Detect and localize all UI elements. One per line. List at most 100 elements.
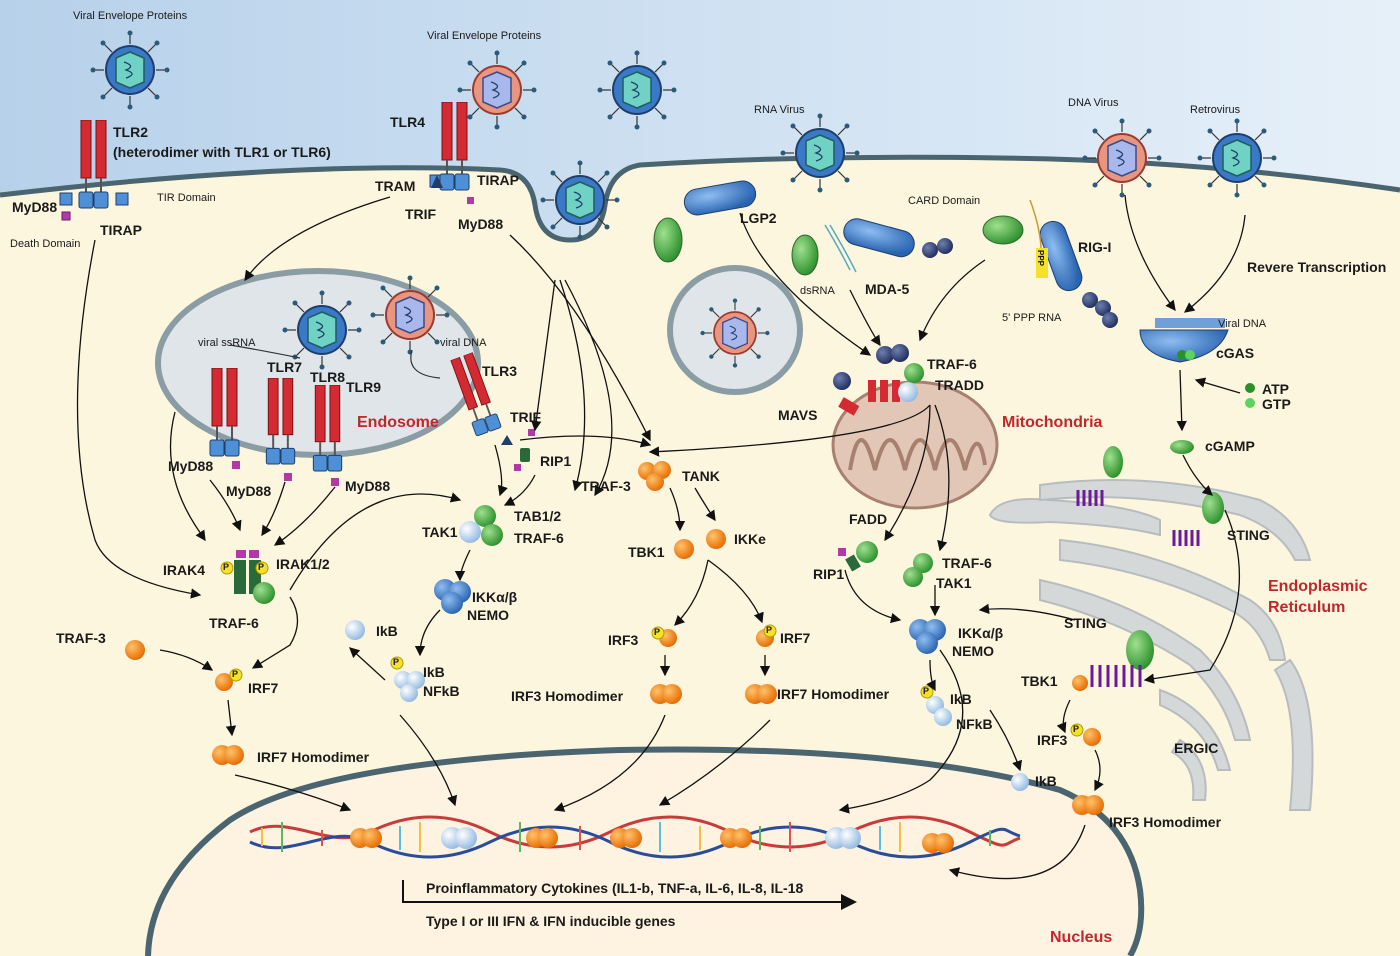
virus-icon xyxy=(597,50,677,130)
irf7-label: IRF7 xyxy=(248,680,279,696)
trif-label: TRIF xyxy=(510,409,542,425)
tir-domain-label: TIR Domain xyxy=(157,192,216,204)
traf6-label: TRAF-6 xyxy=(927,356,977,372)
nfkb-label: NFkB xyxy=(423,683,460,699)
virus-icon xyxy=(457,50,537,130)
dna-virus-label: DNA Virus xyxy=(1068,97,1119,109)
viral-dna-label: viral DNA xyxy=(440,337,487,349)
lgp2-label: LGP2 xyxy=(740,210,777,226)
irak12-label: IRAK1/2 xyxy=(276,556,330,572)
traf6-label: TRAF-6 xyxy=(942,555,992,571)
rig-i xyxy=(1039,220,1083,292)
phospho-label: P xyxy=(1073,724,1080,734)
tirap-label: TIRAP xyxy=(100,222,142,238)
atp-label: ATP xyxy=(1262,381,1289,397)
tlr4-label: TLR4 xyxy=(390,114,425,130)
rig-i-label: RIG-I xyxy=(1078,239,1112,255)
er-label-line2: Reticulum xyxy=(1268,599,1346,616)
traf6-label: TRAF-6 xyxy=(209,615,259,631)
irf3-homodimer-label: IRF3 Homodimer xyxy=(1109,814,1222,830)
ikb-label: IkB xyxy=(376,623,398,639)
myd88-label: MyD88 xyxy=(168,458,214,474)
myd88-label: MyD88 xyxy=(12,199,58,215)
sting-label: STING xyxy=(1227,527,1270,543)
tlr3-label: TLR3 xyxy=(482,363,517,379)
phospho-label: P xyxy=(223,562,230,572)
dsrna-label: dsRNA xyxy=(800,285,835,297)
5-ppp-rna-label: 5' PPP RNA xyxy=(1002,312,1062,324)
tak1-label: TAK1 xyxy=(936,575,972,591)
reverse-transcription-label: Revere Transcription xyxy=(1247,259,1387,275)
death-domain xyxy=(61,211,71,221)
mavs-label: MAVS xyxy=(778,407,818,423)
tram-label: TRAM xyxy=(375,178,416,194)
card-domain-label: CARD Domain xyxy=(908,195,981,207)
nemo-label: NEMO xyxy=(467,607,509,623)
irf7-homodimer-label: IRF7 Homodimer xyxy=(777,686,890,702)
ikb-label: IkB xyxy=(950,691,972,707)
phospho-label: P xyxy=(232,669,239,679)
cytokines-label: Proinflammatory Cytokines (IL1-b, TNF-a,… xyxy=(426,880,804,896)
virus-icon xyxy=(370,275,450,355)
nucleus xyxy=(145,746,1145,956)
retrovirus-label: Retrovirus xyxy=(1190,104,1241,116)
tbk1-label: TBK1 xyxy=(628,544,665,560)
tlr2-subtitle: (heterodimer with TLR1 or TLR6) xyxy=(113,144,331,160)
plasma-membrane xyxy=(0,154,1400,243)
phospho-tags xyxy=(220,561,1084,737)
ifn-genes-label: Type I or III IFN & IFN inducible genes xyxy=(426,913,676,929)
trif-label: TRIF xyxy=(405,206,437,222)
gtp-label: GTP xyxy=(1262,396,1291,412)
lgp2 xyxy=(683,180,757,216)
phospho-label: P xyxy=(923,686,930,696)
retrovirus-icon xyxy=(1197,118,1277,198)
irf3-homodimer-label: IRF3 Homodimer xyxy=(511,688,624,704)
ikk-ab-label: IKKα/β xyxy=(958,625,1004,641)
death-domain-label: Death Domain xyxy=(10,238,81,250)
tlr9-label: TLR9 xyxy=(346,379,381,395)
mitochondria-label: Mitochondria xyxy=(1002,414,1103,431)
ppp-label: PPP xyxy=(1036,250,1046,267)
rna-virus-label: RNA Virus xyxy=(754,104,805,116)
ikke-label: IKKe xyxy=(734,531,766,547)
er-label: Endoplasmic xyxy=(1268,578,1368,595)
viral-ssrna-label: viral ssRNA xyxy=(198,337,256,349)
endosome-label: Endosome xyxy=(357,414,439,431)
traf3-label: TRAF-3 xyxy=(56,630,106,646)
tlr2-label: TLR2 xyxy=(113,124,148,140)
virus-icon xyxy=(282,290,362,370)
irf7-label: IRF7 xyxy=(780,630,811,646)
endoplasmic-reticulum xyxy=(988,479,1314,811)
myd88-label: MyD88 xyxy=(345,478,391,494)
tab12-label: TAB1/2 xyxy=(514,508,562,524)
nemo-label: NEMO xyxy=(952,643,994,659)
dna-helix xyxy=(249,815,1021,859)
myd88-label: MyD88 xyxy=(226,483,272,499)
dna-virus-icon xyxy=(1082,118,1162,198)
irak4-label: IRAK4 xyxy=(163,562,206,578)
cgas-label: cGAS xyxy=(1216,345,1255,361)
viral-dna-label: Viral DNA xyxy=(1218,318,1267,330)
mda5 xyxy=(843,218,915,258)
rip1-label: RIP1 xyxy=(540,453,572,469)
ikb-label: IkB xyxy=(423,664,445,680)
rip1-label: RIP1 xyxy=(813,566,845,582)
tlr7-label: TLR7 xyxy=(267,359,302,375)
phospho-label: P xyxy=(766,625,773,635)
extracellular-space xyxy=(0,0,1400,240)
irf3-label: IRF3 xyxy=(608,632,639,648)
ikk-ab-label: IKKα/β xyxy=(472,589,518,605)
viral-envelope-proteins-label: Viral Envelope Proteins xyxy=(73,10,188,22)
ikb-label: IkB xyxy=(1035,773,1057,789)
tak1-label: TAK1 xyxy=(422,524,458,540)
cgamp-label: cGAMP xyxy=(1205,438,1255,454)
fadd-label: FADD xyxy=(849,511,888,527)
viral-envelope-proteins-label: Viral Envelope Proteins xyxy=(427,30,542,42)
phospho-label: P xyxy=(258,562,265,572)
virus-icon xyxy=(700,298,770,368)
nfkb-label: NFkB xyxy=(956,716,993,732)
irf3-label: IRF3 xyxy=(1037,732,1068,748)
myd88-label: MyD88 xyxy=(458,216,504,232)
